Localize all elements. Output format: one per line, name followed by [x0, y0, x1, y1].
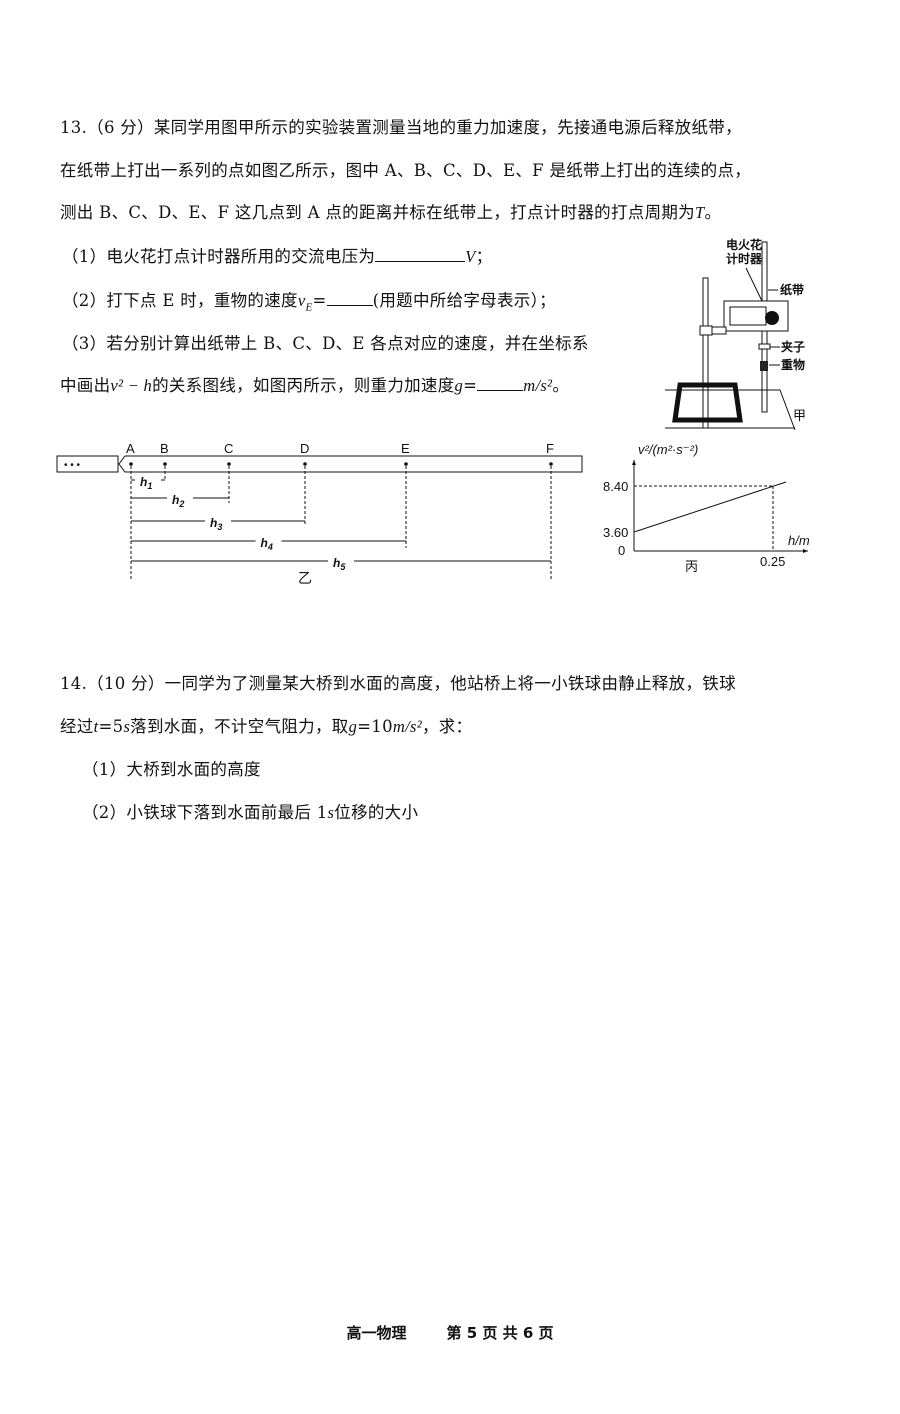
weight	[760, 361, 768, 371]
text: 落到水面，不计空气阻力，取	[130, 717, 349, 736]
y-label: v²/(m²·s⁻²)	[638, 442, 698, 457]
y-tick: 0	[618, 543, 625, 558]
text: (用题中所给字母表示）；	[372, 291, 556, 310]
var-t: t	[93, 717, 99, 736]
q13-line2: 在纸带上打出一系列的点如图乙所示，图中 A、B、C、D、E、F 是纸带上打出的连…	[60, 161, 752, 180]
point-label: A	[126, 441, 135, 456]
text: （2）打下点 E 时，重物的速度	[62, 291, 298, 310]
unit: m/s²	[523, 376, 553, 395]
text: =5	[98, 717, 124, 736]
unit: V	[465, 247, 476, 266]
q13-part3-line2: 中画出v² − h的关系图线，如图丙所示，则重力加速度g= m/s²。	[60, 372, 569, 396]
answer-blank	[477, 376, 524, 391]
q14-line1: 14.（10 分）一同学为了测量某大桥到水面的高度，他站桥上将一小铁球由静止释放…	[60, 674, 736, 693]
clip	[758, 343, 771, 350]
footer-page-number: 第 5 页 共 6 页	[446, 1324, 554, 1342]
label-tape: 纸带	[780, 282, 804, 297]
q14-line2: 经过t=5s落到水面，不计空气阻力，取g=10m/s²，求：	[60, 713, 472, 737]
v2-h-graph: v²/(m²·s⁻²) 8.40 3.60 0 h/m 0.25 丙	[603, 442, 810, 574]
tape-piece	[56, 455, 119, 473]
q13-part2: （2）打下点 E 时，重物的速度vE= (用题中所给字母表示）；	[62, 287, 556, 313]
var-g: g	[348, 717, 358, 736]
unit: s	[123, 717, 131, 736]
page-footer: 高一物理 第 5 页 共 6 页	[0, 1322, 900, 1343]
clamp-arm	[711, 326, 727, 335]
tape	[118, 455, 583, 473]
text: 的关系图线，如图丙所示，则重力加速度	[152, 376, 455, 395]
point-label: F	[546, 441, 554, 456]
tape-dot	[404, 462, 408, 466]
point-label: E	[401, 441, 410, 456]
unit: s	[327, 803, 335, 822]
label-gap	[328, 554, 354, 568]
text: 位移的大小	[334, 803, 419, 822]
text: （2）小铁球下落到水面前最后 1	[82, 803, 328, 822]
q13-part3: （3）若分别计算出纸带上 B、C、D、E 各点对应的速度，并在坐标系	[62, 334, 589, 353]
label-gap	[205, 514, 231, 528]
point-label: D	[300, 441, 309, 456]
caption-bing: 丙	[685, 559, 698, 574]
stand-rod	[702, 277, 709, 429]
x-label: h/m	[788, 533, 810, 548]
y-tick: 8.40	[603, 479, 628, 494]
label-gap	[167, 491, 193, 505]
unit: m/s²	[392, 717, 422, 736]
tape-dot	[549, 462, 553, 466]
text: 。	[704, 203, 722, 222]
var-T: T	[694, 203, 705, 222]
footer-subject: 高一物理	[346, 1324, 407, 1342]
timer-inner	[729, 306, 767, 326]
tape-dot	[227, 462, 231, 466]
text: ；	[475, 247, 493, 266]
label-clip: 夹子	[781, 339, 805, 354]
leader	[745, 267, 763, 302]
answer-blank	[326, 291, 373, 306]
q13-line1: 13.（6 分）某同学用图甲所示的实验装置测量当地的重力加速度，先接通电源后释放…	[60, 118, 742, 137]
tape-dot	[303, 462, 307, 466]
var-g: g	[454, 376, 464, 395]
sub-E: E	[305, 301, 313, 314]
label-gap	[255, 534, 282, 548]
var-v: v	[297, 291, 306, 310]
q14-part2: （2）小铁球下落到水面前最后 1s位移的大小	[82, 799, 418, 823]
base	[672, 382, 743, 423]
dots: • • •	[64, 460, 81, 471]
label-timer: 计时器	[726, 251, 763, 266]
spark-disc	[765, 311, 779, 325]
point-label: C	[224, 441, 233, 456]
tape-dot	[163, 462, 167, 466]
q13-line3: 测出 B、C、D、E、F 这几点到 A 点的距离并标在纸带上，打点计时器的打点周…	[60, 199, 721, 223]
text: 。	[552, 376, 570, 395]
axis-arrows	[632, 460, 808, 553]
q14-part1: （1）大桥到水面的高度	[82, 760, 261, 779]
apparatus-figure: 电火花 计时器 纸带 夹子 重物 甲	[665, 237, 806, 430]
answer-blank	[375, 247, 466, 262]
text: （1）电火花打点计时器所用的交流电压为	[62, 247, 376, 266]
text: ，求：	[421, 717, 473, 736]
text: =	[312, 291, 327, 310]
caption-yi: 乙	[298, 570, 312, 586]
table	[665, 389, 796, 430]
formula: v² − h	[110, 376, 153, 395]
caption-jia: 甲	[793, 408, 806, 423]
data-line	[633, 481, 787, 533]
text: =10	[357, 717, 393, 736]
x-tick: 0.25	[760, 554, 785, 569]
y-tick: 3.60	[603, 525, 628, 540]
label-weight: 重物	[781, 357, 805, 372]
clamp	[699, 325, 713, 336]
q13-part1: （1）电火花打点计时器所用的交流电压为 V；	[62, 243, 492, 267]
point-label: B	[160, 441, 169, 456]
text: 经过	[60, 717, 94, 736]
text: 中画出	[60, 376, 111, 395]
label-gap	[135, 473, 161, 487]
label-timer: 电火花	[726, 237, 762, 252]
text: 测出 B、C、D、E、F 这几点到 A 点的距离并标在纸带上，打点计时器的打点周…	[60, 203, 695, 222]
tape-dot	[129, 462, 133, 466]
text: =	[463, 376, 478, 395]
